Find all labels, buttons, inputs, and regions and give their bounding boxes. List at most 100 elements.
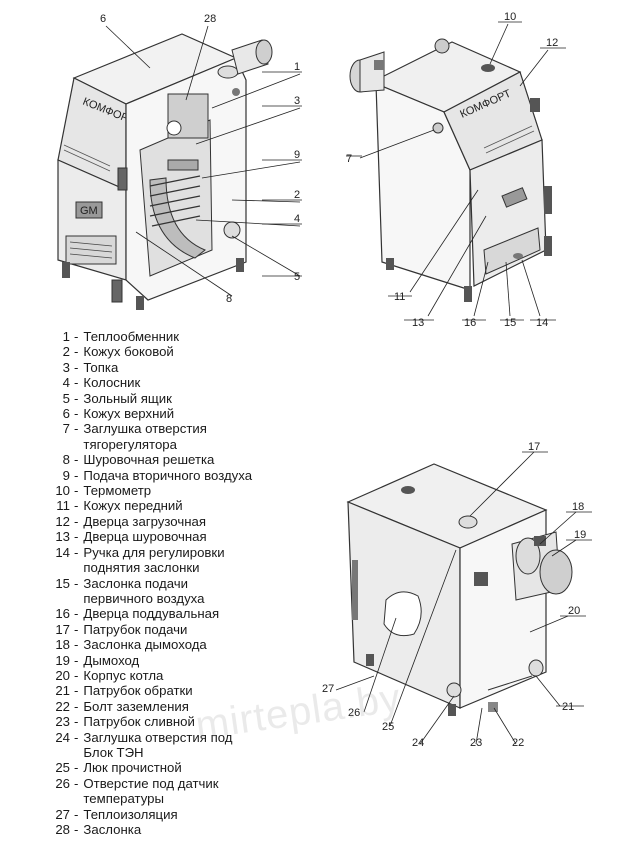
callout-21: 21: [562, 701, 574, 713]
callout-2: 2: [294, 189, 300, 201]
leader-lines-view-2: [346, 21, 566, 321]
legend-dash: -: [74, 390, 79, 406]
callout-18: 18: [572, 501, 584, 513]
legend-number: 15: [55, 575, 70, 591]
legend-dash: -: [74, 406, 79, 422]
legend-item: 28-Заслонка: [40, 822, 340, 837]
legend-item: 9-Подача вторичного воздуха: [40, 468, 340, 483]
legend-text: Заслонка дымохода: [83, 637, 207, 653]
legend-dash: -: [74, 421, 79, 437]
legend-item: 4-Колосник: [40, 375, 340, 390]
legend-dash: -: [74, 637, 79, 653]
legend-number: 27: [55, 806, 70, 822]
logo-text: GM: [80, 205, 98, 217]
legend-text: Теплообменник: [83, 329, 180, 344]
legend-number: 14: [55, 544, 70, 560]
legend-item: 11-Кожух передний: [40, 498, 340, 513]
legend-number: 24: [55, 729, 70, 745]
legend-item: 15-Заслонка подачи первичного воздуха: [40, 576, 340, 607]
legend-number: 9: [62, 467, 70, 483]
legend-item: 22-Болт заземления: [40, 699, 340, 714]
legend-text: Заглушка отверстия тягорегулятора: [83, 421, 207, 452]
legend-item: 6-Кожух верхний: [40, 406, 340, 421]
legend-text: Заслонка: [83, 822, 142, 837]
legend-text: Дымоход: [83, 652, 140, 668]
callouts-view-1: 6 28 1 3 9 2 4 5 8: [100, 13, 300, 305]
callout-27: 27: [322, 683, 334, 695]
legend-dash: -: [74, 483, 79, 499]
legend-text: Люк прочистной: [83, 760, 182, 776]
callout-13: 13: [412, 317, 424, 329]
legend-text: Патрубок сливной: [83, 714, 195, 730]
legend-item: 7-Заглушка отверстия тягорегулятора: [40, 421, 340, 452]
legend-item: 17-Патрубок подачи: [40, 622, 340, 637]
boiler-front-cutaway-view: КОМФОРТ GM: [57, 33, 273, 310]
legend-number: 25: [55, 760, 70, 776]
legend-dash: -: [74, 775, 79, 791]
legend-number: 7: [62, 421, 70, 437]
callout-4: 4: [294, 213, 300, 225]
legend-number: 17: [55, 621, 70, 637]
legend-item: 14-Ручка для регулировки поднятия заслон…: [40, 545, 340, 576]
callout-17: 17: [528, 441, 540, 453]
legend-dash: -: [74, 652, 79, 668]
boiler-back-isometric-view: [346, 463, 573, 716]
legend-text: Шуровочная решетка: [83, 452, 215, 468]
legend-number: 19: [55, 652, 70, 668]
legend-text: Термометр: [83, 483, 152, 499]
leader-lines-view-3: [335, 451, 592, 745]
legend-number: 6: [62, 406, 70, 422]
callout-11: 11: [394, 291, 405, 303]
legend-dash: -: [74, 359, 79, 375]
legend-text: Ручка для регулировки поднятия заслонки: [83, 544, 225, 576]
legend-item: 16-Дверца поддувальная: [40, 606, 340, 621]
callout-23: 23: [470, 737, 482, 749]
legend-number: 2: [62, 344, 70, 360]
legend-text: Дверца шуровочная: [83, 529, 207, 545]
legend-number: 21: [55, 683, 70, 699]
legend-item: 24-Заглушка отверстия под Блок ТЭН: [40, 730, 340, 761]
legend-text: Дверца поддувальная: [83, 606, 220, 622]
legend-text: Кожух боковой: [83, 344, 174, 360]
legend-text: Заслонка подачи первичного воздуха: [83, 575, 205, 606]
legend-text: Заглушка отверстия под Блок ТЭН: [83, 729, 233, 760]
legend-dash: -: [74, 544, 79, 560]
legend-number: 16: [55, 606, 70, 622]
legend-item: 3-Топка: [40, 360, 340, 375]
callout-6: 6: [100, 13, 106, 25]
callout-20: 20: [568, 605, 580, 617]
legend-number: 5: [62, 390, 70, 406]
legend-text: Топка: [83, 359, 119, 375]
legend-number: 1: [62, 329, 70, 344]
legend-text: Болт заземления: [83, 698, 189, 714]
legend-text: Теплоизоляция: [83, 806, 178, 822]
legend-item: 12-Дверца загрузочная: [40, 514, 340, 529]
legend-item: 25-Люк прочистной: [40, 760, 340, 775]
legend-item: 5-Зольный ящик: [40, 391, 340, 406]
legend-text: Патрубок подачи: [83, 621, 188, 637]
callout-28: 28: [204, 13, 216, 25]
callout-5: 5: [294, 271, 300, 283]
legend-text: Подача вторичного воздуха: [83, 467, 253, 483]
legend-item: 23-Патрубок сливной: [40, 714, 340, 729]
callout-12: 12: [546, 37, 558, 49]
legend-item: 1-Теплообменник: [40, 329, 340, 344]
legend-text: Зольный ящик: [83, 390, 172, 406]
legend-number: 26: [55, 775, 70, 791]
legend-dash: -: [74, 683, 79, 699]
legend-dash: -: [74, 452, 79, 468]
legend-item: 8-Шуровочная решетка: [40, 452, 340, 467]
legend-item: 20-Корпус котла: [40, 668, 340, 683]
legend-text: Патрубок обратки: [83, 683, 193, 699]
legend-item: 19-Дымоход: [40, 653, 340, 668]
legend-item: 10-Термометр: [40, 483, 340, 498]
callout-26: 26: [348, 707, 360, 719]
legend-number: 13: [55, 529, 70, 545]
legend-number: 22: [55, 698, 70, 714]
legend-dash: -: [74, 806, 79, 822]
callout-9: 9: [294, 149, 300, 161]
legend-number: 18: [55, 637, 70, 653]
legend-dash: -: [74, 714, 79, 730]
callouts-view-2: 10 12 7 11 13 16 15 14: [346, 11, 558, 329]
legend-dash: -: [74, 698, 79, 714]
